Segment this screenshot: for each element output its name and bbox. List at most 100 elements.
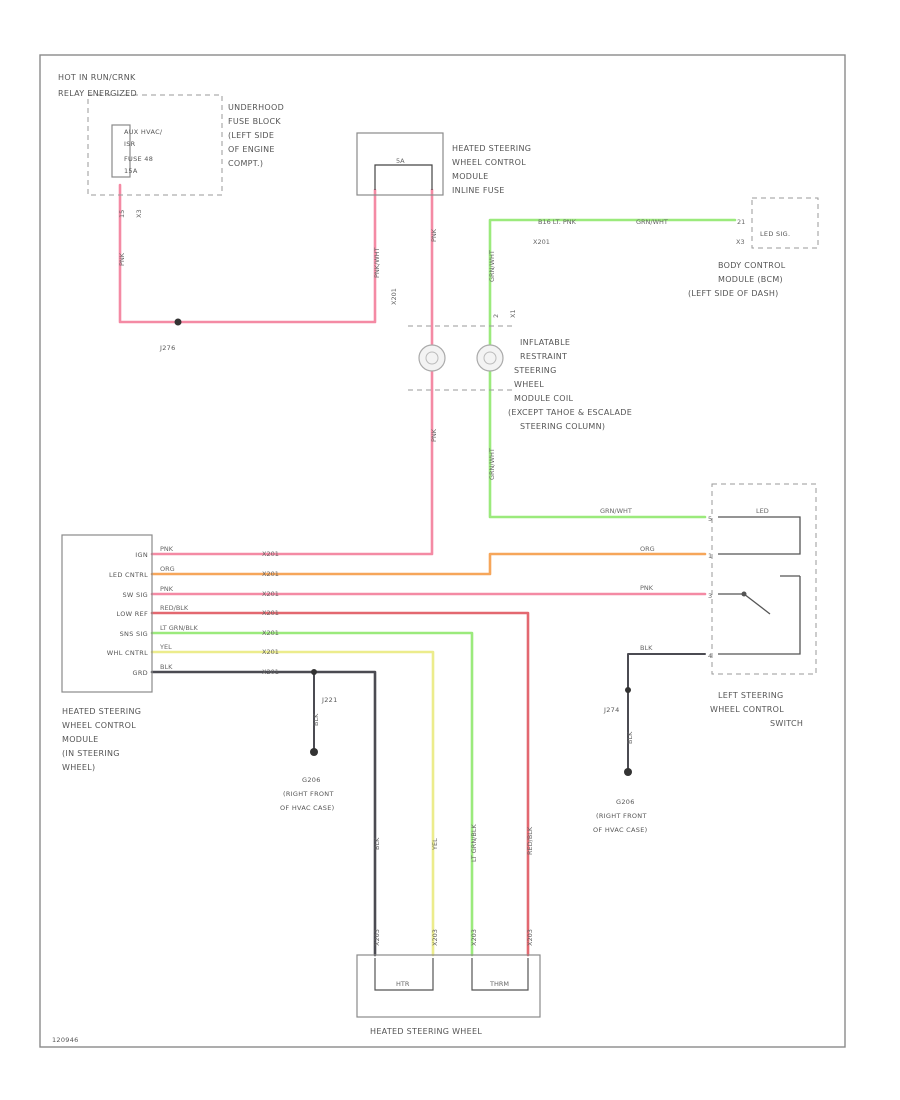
module-wire-label: RED/BLK	[160, 604, 189, 612]
bcm-x201: X201	[533, 238, 550, 246]
module-wire-label: YEL	[159, 643, 172, 651]
ground-right-wire: BLK	[626, 731, 634, 744]
module-conn-label: X201	[262, 590, 279, 598]
ground-right-loc-2: OF HVAC CASE)	[593, 826, 647, 834]
inline-fuse-element	[374, 164, 433, 190]
splice-j276-dot	[174, 318, 182, 326]
coil-grnwht-upper-wire: GRN/WHT	[488, 250, 496, 282]
wheel-wire-yel: YEL	[431, 838, 439, 851]
pnk-feed-wire-label: PNK	[118, 252, 126, 266]
module-wire-label: PNK	[160, 585, 174, 593]
inline-fuse-label-1: HEATED STEERING	[452, 144, 531, 153]
fuse-label-2: ISR	[124, 140, 136, 148]
block-label-1: UNDERHOOD	[228, 103, 284, 112]
fuse-label-1: AUX HVAC/	[124, 128, 163, 136]
wheel-wire-red: RED/BLK	[526, 826, 534, 855]
module-label-1: HEATED STEERING	[62, 707, 141, 716]
hot-in-label: HOT IN RUN/CRNK	[58, 73, 136, 82]
module-pin-low-ref: LOW REF	[117, 610, 148, 618]
fuse-block-conn: X3	[135, 209, 143, 218]
fuse-48-box	[111, 124, 131, 178]
bcm-label-2: MODULE (BCM)	[718, 275, 783, 284]
wire-pnk-ign	[150, 188, 434, 556]
heated-steering-wheel-outline	[356, 954, 541, 1018]
fuse-label-3: FUSE 48	[124, 155, 153, 163]
wheel-title: HEATED STEERING WHEEL	[370, 1027, 482, 1036]
wire-pnk-feed	[118, 183, 377, 324]
module-pin-ign: IGN	[135, 551, 148, 559]
splice-j221-dot	[311, 669, 317, 675]
figure-code: 120946	[52, 1036, 79, 1044]
diagram-frame	[39, 54, 846, 1048]
wire-blk-grd	[150, 670, 377, 957]
wheel-conn-4: X203	[526, 929, 534, 946]
coil-label-1: INFLATABLE	[520, 338, 570, 347]
ground-right-loc-1: (RIGHT FRONT	[596, 812, 647, 820]
coil-label-7: STEERING COLUMN)	[520, 422, 605, 431]
block-label-2: FUSE BLOCK	[228, 117, 281, 126]
inline-fuse-left-wire: PNK/WHT	[373, 247, 381, 278]
coil-label-2: RESTRAINT	[520, 352, 567, 361]
fuse-label-4: 15A	[124, 167, 138, 175]
switch-pin-2: 1	[708, 552, 712, 560]
sensor-box-label: THRM	[489, 980, 509, 988]
module-pin-sns-sig: SNS SIG	[120, 630, 148, 638]
bcm-conn: X3	[736, 238, 745, 246]
module-conn-label: X201	[262, 668, 279, 676]
switch-led-label: LED	[756, 507, 769, 515]
module-pin-sw-sig: SW SIG	[123, 591, 149, 599]
bcm-pin: 21	[737, 218, 745, 226]
switch-wire-pnk: PNK	[640, 584, 654, 592]
coil-label-3: STEERING	[514, 366, 557, 375]
module-pin-grd: GRD	[133, 669, 148, 677]
ground-g206-left-symbol	[310, 748, 318, 756]
switch-contact-path	[718, 575, 801, 655]
bcm-led-sig: LED SIG.	[760, 230, 790, 238]
wheel-conn-3: X203	[470, 929, 478, 946]
module-label-3: MODULE	[62, 735, 99, 744]
ground-left-wire: BLK	[312, 713, 320, 726]
wheel-conn-2: X203	[431, 929, 439, 946]
coil-pin: 2	[492, 314, 500, 318]
switch-wire-blk: BLK	[640, 644, 653, 652]
inline-fuse-value: 5A	[396, 157, 405, 165]
relay-label: RELAY ENERGIZED	[58, 89, 137, 98]
module-wire-label: BLK	[160, 663, 173, 671]
coil-label-4: WHEEL	[514, 380, 544, 389]
module-label-2: WHEEL CONTROL	[62, 721, 136, 730]
module-pin-whl-cntrl: WHL CNTRL	[107, 649, 148, 657]
fuse-block-pin: 15	[118, 210, 126, 218]
ground-right-name: G206	[616, 798, 635, 806]
heater-box-label: HTR	[396, 980, 410, 988]
heater-element-path	[374, 958, 434, 991]
wheel-wire-ltgrn: LT GRN/BLK	[470, 824, 478, 862]
module-label-5: WHEEL)	[62, 763, 95, 772]
inline-fuse-label-4: INLINE FUSE	[452, 186, 505, 195]
thermistor-element-path	[471, 958, 529, 991]
inline-fuse-right-wire: PNK	[430, 228, 438, 242]
switch-led-path	[718, 516, 801, 555]
wire-redblk-low-ref	[150, 611, 530, 957]
coil-circle-inner-right	[483, 351, 497, 365]
ground-left-name: G206	[302, 776, 321, 784]
switch-pin-4: 4	[708, 652, 712, 660]
module-conn-label: X201	[262, 570, 279, 578]
splice-j276-label: J276	[159, 344, 176, 352]
left-steering-wheel-control-switch-outline	[711, 483, 817, 675]
module-conn-label: X201	[262, 609, 279, 617]
block-label-5: COMPT.)	[228, 159, 263, 168]
coil-pnk-wire: PNK	[430, 428, 438, 442]
inline-fuse-box	[356, 132, 444, 196]
bcm-wire-color: GRN/WHT	[636, 218, 668, 226]
switch-wire-grnwht: GRN/WHT	[600, 507, 632, 515]
underhood-fuse-block-outline	[87, 94, 223, 196]
coil-circle-right	[476, 344, 504, 372]
switch-pin-3: 3	[708, 592, 712, 600]
switch-label-3: SWITCH	[770, 719, 803, 728]
inline-fuse-label-2: WHEEL CONTROL	[452, 158, 526, 167]
bcm-wire-label: B16 LT. PNK	[538, 218, 577, 226]
inline-fuse-label-3: MODULE	[452, 172, 489, 181]
wire-org-led-cntrl	[150, 552, 707, 576]
